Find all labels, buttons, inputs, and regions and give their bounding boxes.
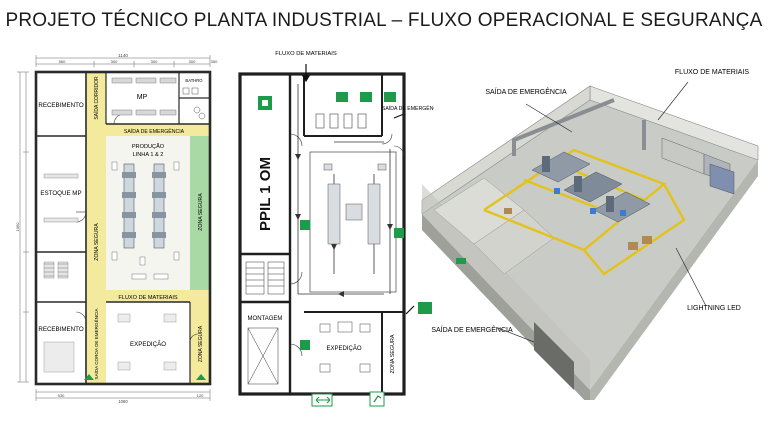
- exit-running-man-icon: [369, 391, 385, 407]
- room-recebimento-bottom: RECEBIMENTO: [38, 326, 83, 333]
- isometric-plant-view: SAÍDA DE EMERGÊNCIA FLUXO DE MATERIAIS L…: [414, 60, 768, 406]
- stairs: [245, 261, 285, 295]
- label-fluxo-materiais: FLUXO DE MATERIAIS: [118, 295, 178, 301]
- label-saida-corridor: SAÍDA CORRIDOR: [93, 76, 100, 120]
- overhead-ducts: [512, 98, 646, 156]
- fluxo-line: FLUXO DE MATERIAIS: [275, 51, 337, 57]
- dim-top-1: 560: [59, 59, 66, 64]
- top-room-fixtures: [315, 113, 367, 129]
- emergency-exit-sign-icon: [300, 220, 310, 230]
- room-estoque-mp: ESTOQUE MP: [40, 190, 81, 197]
- expedicao-fixtures: [319, 321, 371, 373]
- iso-fluxo-text: FLUXO DE MATERIAIS: [675, 69, 749, 76]
- room-producao-lines: LINHA 1 & 2: [133, 152, 164, 158]
- emergency-signs: [258, 92, 432, 407]
- emergency-exit-band: [86, 124, 210, 136]
- room-montagem: MONTAGEM: [248, 316, 283, 322]
- label-saida-coroa: SAÍDA COROA DE EMERGÊNCIA: [92, 307, 99, 379]
- label-saida-emergencia: SAÍDA DE EMERGÊNCIA: [382, 104, 434, 112]
- room-mp: MP: [137, 94, 148, 101]
- safe-zone-green: [190, 136, 210, 290]
- walls: [34, 70, 212, 386]
- label-zona-segura-bottom: ZONA SEGURA: [198, 325, 204, 362]
- emergency-exit-sign-icon: [336, 92, 348, 102]
- emergency-exit-sign-icon: [418, 302, 432, 314]
- dim-top-2: 300: [111, 59, 118, 64]
- label-zona-segura-right: ZONA SEGURA: [198, 193, 204, 231]
- dim-top-0: 1140: [118, 53, 128, 58]
- pallets: [504, 208, 652, 250]
- front-wall-right: [590, 160, 758, 406]
- safe-zone-left-band: [86, 72, 106, 384]
- emergency-exit-sign-icon: [360, 92, 372, 102]
- loading-door: [534, 322, 574, 390]
- dim-top-3: 300: [151, 59, 158, 64]
- label-saida-emergencia: SAÍDA DE EMERGÊNCIA: [124, 127, 185, 135]
- dim-bottom-0: 1060: [118, 399, 128, 404]
- stock-shelves: [43, 173, 79, 279]
- callout-lines: [497, 81, 707, 343]
- exit-door-icon: [262, 100, 268, 106]
- room-vertical-label: PPIL 1 OM: [257, 157, 274, 231]
- iso-label-lightning: LIGHTNING LED: [687, 305, 741, 312]
- dim-bottom-2: 120: [197, 393, 204, 398]
- label-zona-segura-left: ZONA SEGURA: [94, 223, 100, 261]
- running-man-icon: [373, 395, 382, 403]
- mp-shelving: [111, 77, 177, 116]
- floor-plan-monochrome: PPIL 1 OM: [234, 44, 443, 416]
- iso-label-saida-top: SAÍDA DE EMERGÊNCIA: [485, 87, 567, 96]
- iso-label-fluxo: FLUXO DE MATERIAIS: [675, 69, 749, 76]
- material-flow-band: [86, 290, 210, 302]
- emergency-exit-sign-icon: [300, 340, 310, 350]
- iso-saida-top-text: SAÍDA DE EMERGÊNCIA: [485, 87, 567, 96]
- montagem-storage: [247, 327, 279, 385]
- exit-marker-icon: [84, 374, 94, 380]
- room-producao: PRODUÇÃO: [132, 143, 165, 150]
- receiving-area-fixtures: [43, 313, 177, 373]
- page-title: PROJETO TÉCNICO PLANTA INDUSTRIAL – FLUX…: [5, 10, 763, 31]
- room-expedicao: EXPEDIÇÃO: [326, 345, 361, 352]
- dim-bottom-1: 530: [58, 393, 65, 398]
- room-expedicao: EXPEDIÇÃO: [130, 341, 166, 348]
- storage-racks: [661, 137, 735, 195]
- iso-lightning-text: LIGHTNING LED: [687, 305, 741, 312]
- label-zona-segura: ZONA SEGURA: [390, 334, 396, 373]
- production-area: [106, 136, 190, 290]
- dim-top-4: 300: [189, 59, 196, 64]
- production-lines: [111, 161, 180, 280]
- room-recebimento-top: RECEBIMENTO: [38, 102, 83, 109]
- exit-marker-icon: [196, 374, 206, 380]
- dimension-lines-bottom: [35, 389, 211, 401]
- room-bathroom: BATHRO: [185, 78, 203, 83]
- emergency-exit-sign-icon: [394, 228, 404, 238]
- emergency-exit-sign-icon: [456, 258, 466, 264]
- label-fluxo-materiais: FLUXO DE MATERIAIS: [275, 51, 337, 57]
- safe-zone-bottom-band: [190, 302, 210, 384]
- double-arrow-icon: [315, 396, 331, 404]
- dimension-lines-left: [17, 71, 29, 383]
- production-machinery: [531, 151, 651, 223]
- dim-left: 1060: [15, 222, 20, 232]
- floor-plan-colored: 1140 560 300 300 300 350 1060: [14, 52, 224, 404]
- dimension-lines-top: [35, 55, 211, 67]
- production-machines: [323, 163, 387, 245]
- dim-top-5: 350: [211, 59, 218, 64]
- callout-arrows: [301, 64, 415, 315]
- iso-label-saida-bottom: SAÍDA DE EMERGÊNCIA: [431, 325, 513, 334]
- bathroom-fixtures: [182, 87, 206, 120]
- iso-saida-bottom-text: SAÍDA DE EMERGÊNCIA: [431, 325, 513, 334]
- door-swings: [289, 133, 405, 357]
- stairs: [44, 263, 68, 277]
- production-frame: [309, 151, 397, 293]
- saida-line: SAÍDA DE EMERGÊNCIA: [382, 104, 434, 112]
- emergency-exit-sign-icon: [384, 92, 396, 102]
